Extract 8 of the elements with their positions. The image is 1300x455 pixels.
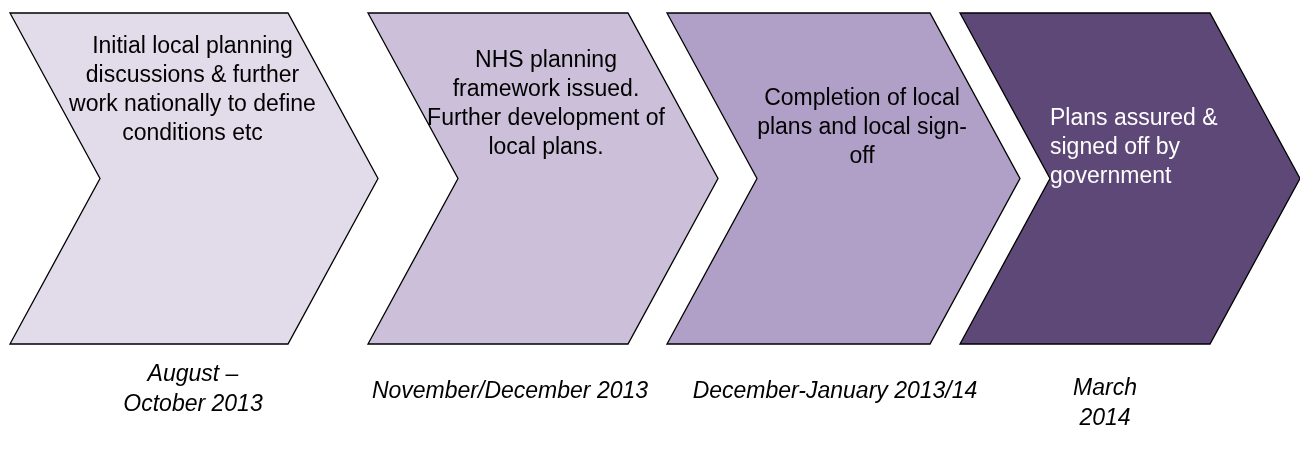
date-caption: March 2014 — [1072, 373, 1138, 432]
date-caption: August – October 2013 — [123, 359, 263, 418]
step-text: NHS planning framework issued. Further development of local plans. — [426, 45, 666, 161]
date-caption: December-January 2013/14 — [691, 376, 979, 405]
step-text: Plans assured & signed off by government — [1050, 103, 1219, 190]
step-text: Initial local planning discussions & further work nationally to define conditions etc — [68, 31, 317, 147]
step-text: Completion of local plans and local sign-off — [756, 83, 968, 170]
date-caption: November/December 2013 — [370, 376, 650, 405]
